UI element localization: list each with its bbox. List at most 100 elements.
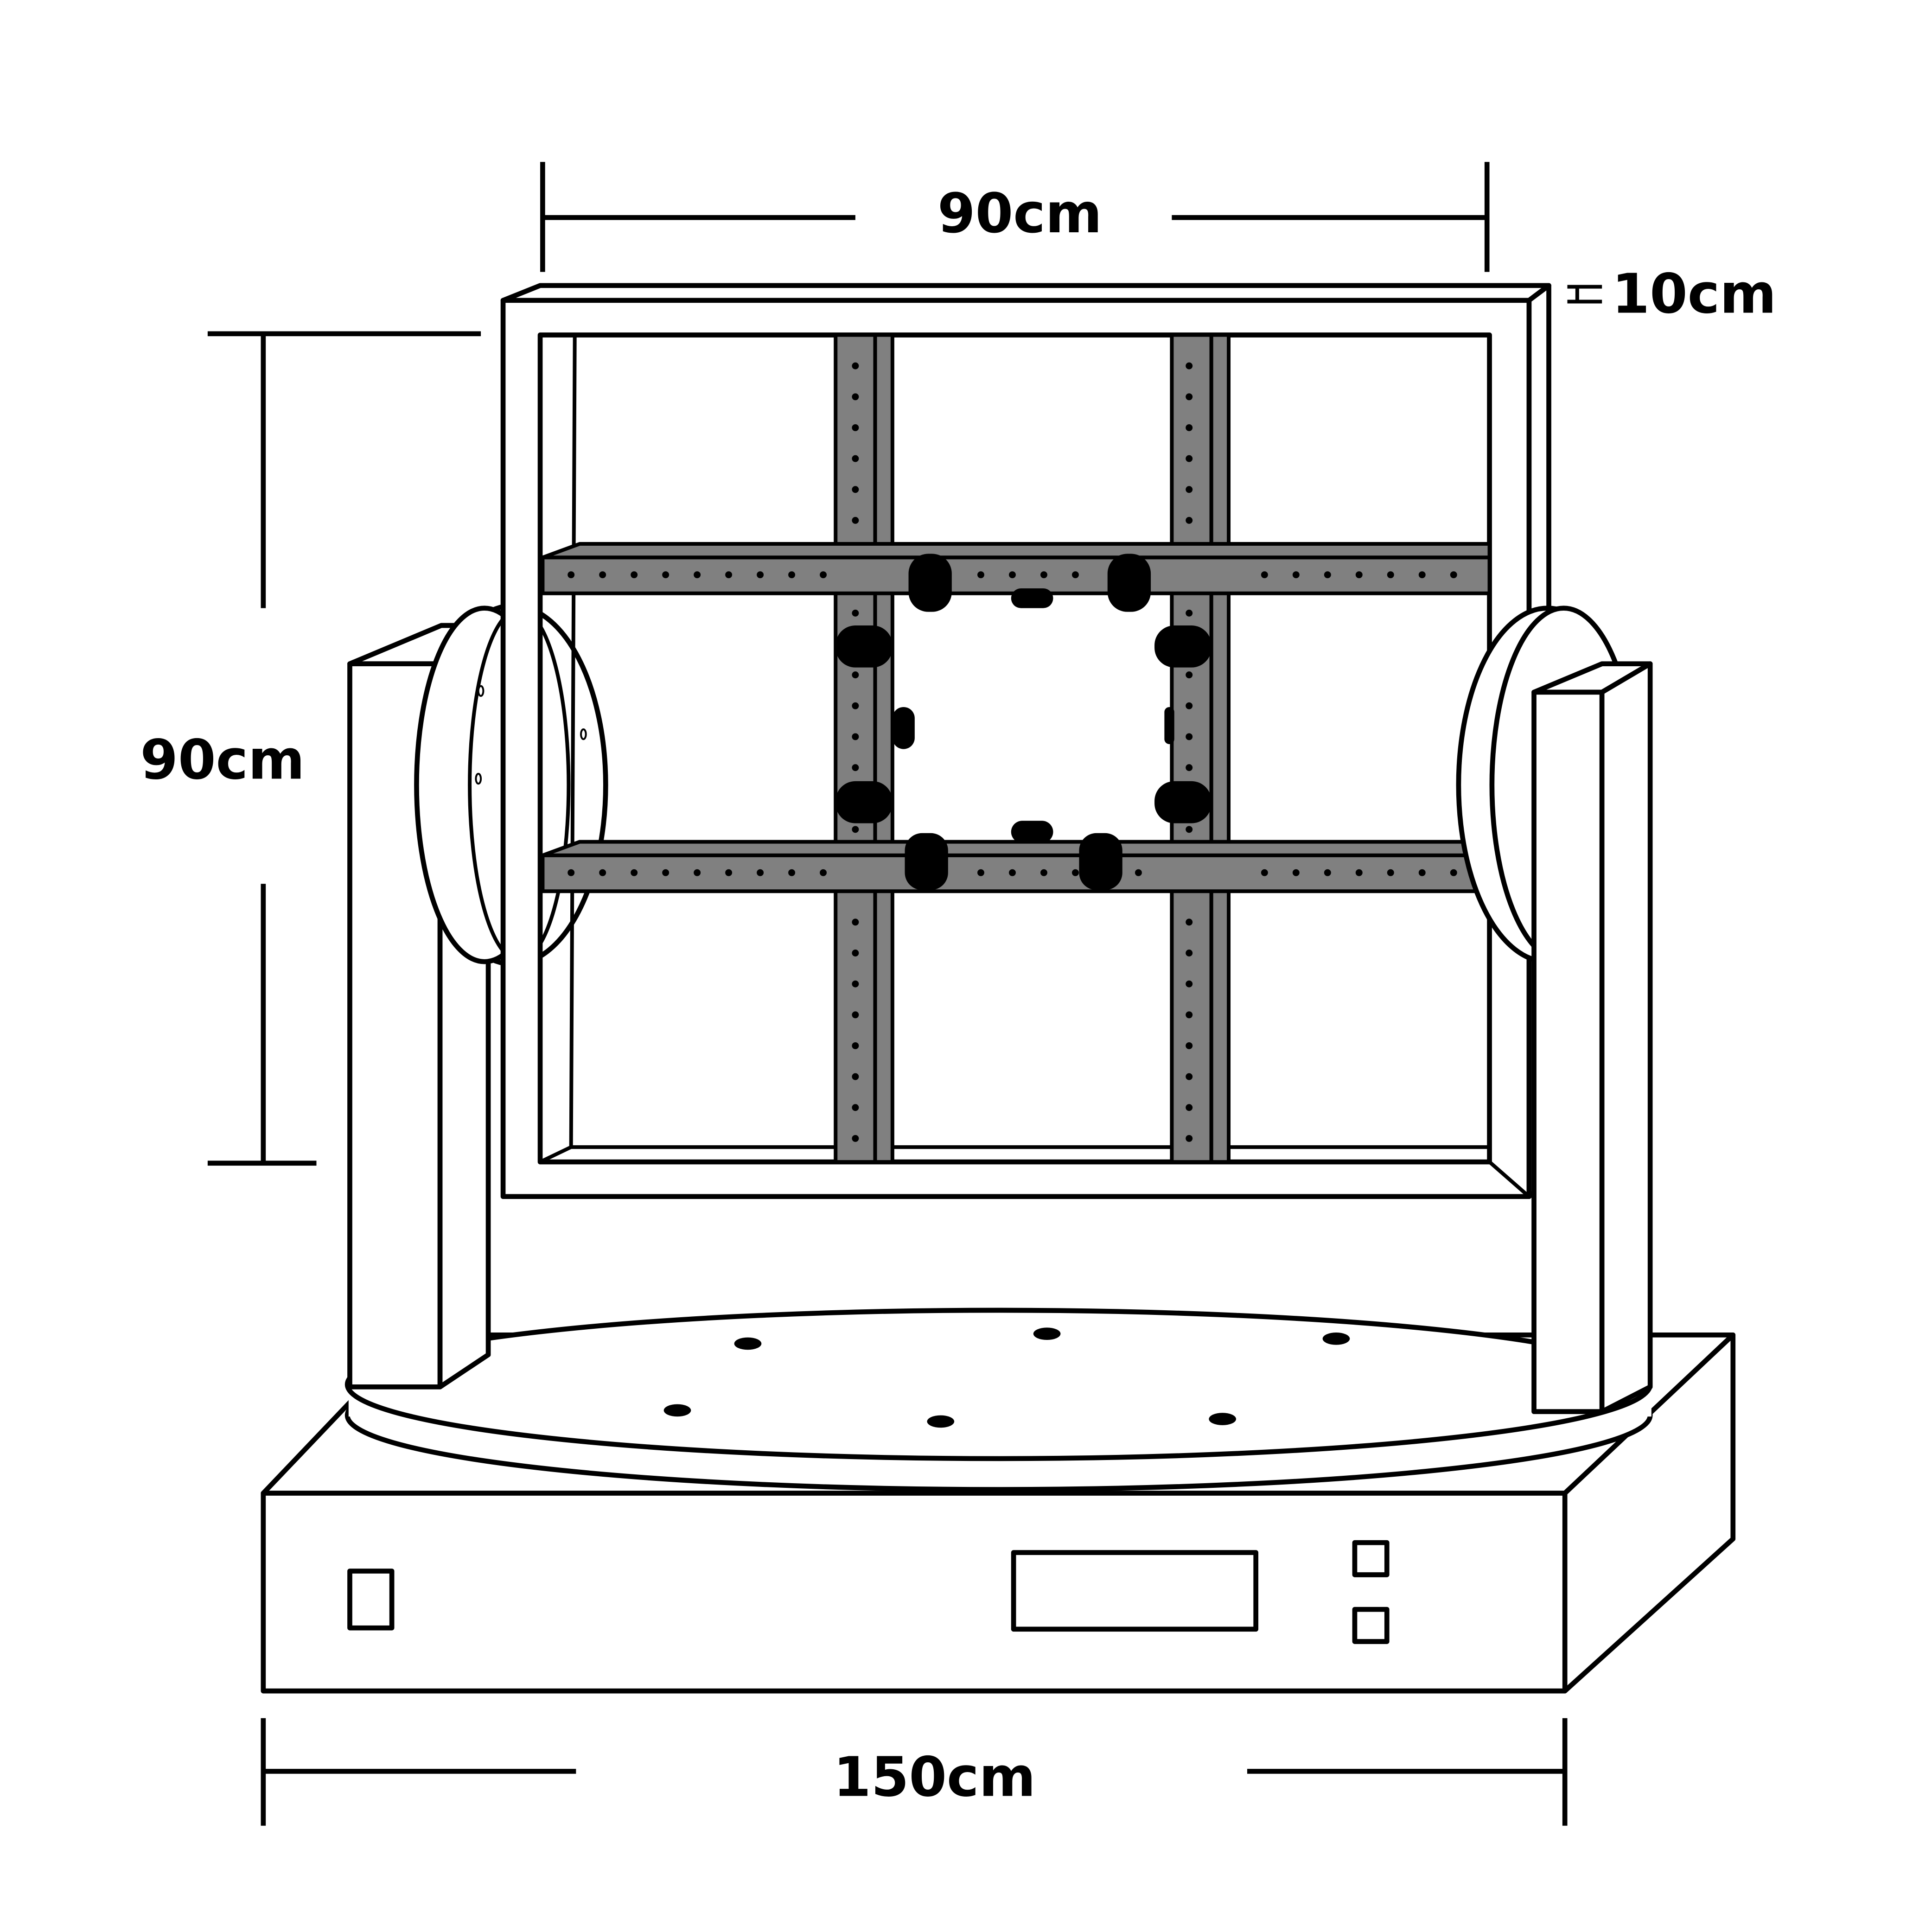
rail-hole bbox=[1324, 571, 1331, 579]
clamp-bottom-left[interactable] bbox=[905, 833, 948, 890]
rail-hole bbox=[1186, 609, 1193, 617]
dimension-lines bbox=[207, 162, 1602, 1826]
rail-hole bbox=[694, 869, 701, 876]
rail-hole bbox=[1009, 869, 1016, 876]
frame-depth-label: 10cm bbox=[1612, 262, 1776, 326]
rail-hole bbox=[788, 571, 796, 579]
base-front-face bbox=[261, 1491, 1568, 1694]
vertical-rail-right bbox=[1170, 333, 1231, 1164]
rail-hole bbox=[1186, 826, 1193, 833]
rail-hole bbox=[977, 571, 984, 579]
rail-hole bbox=[1355, 571, 1363, 579]
frame-width-label: 90cm bbox=[937, 182, 1102, 245]
clamp-right-middle[interactable] bbox=[1164, 707, 1174, 744]
rail-hole bbox=[852, 918, 859, 926]
rail-hole bbox=[852, 1135, 859, 1142]
rail-hole bbox=[1186, 362, 1193, 370]
clamp-left-upper[interactable] bbox=[835, 625, 893, 668]
base-button-lower[interactable] bbox=[1352, 1607, 1390, 1644]
rail-hole bbox=[662, 869, 670, 876]
rail-hole bbox=[694, 571, 701, 579]
right-support-column bbox=[1531, 661, 1653, 1414]
rail-hole bbox=[1324, 869, 1331, 876]
rail-hole bbox=[852, 1104, 859, 1111]
frame-outline bbox=[500, 298, 1532, 1199]
clamp-top-right[interactable] bbox=[1107, 554, 1151, 612]
rail-hole bbox=[1071, 571, 1079, 579]
rail-hole bbox=[1186, 455, 1193, 462]
rail-hole bbox=[1186, 1042, 1193, 1049]
rail-hole bbox=[1292, 869, 1300, 876]
rail-hole bbox=[820, 869, 827, 876]
clamp-top-left[interactable] bbox=[908, 554, 952, 612]
vertical-rail-left bbox=[834, 333, 894, 1164]
rail-hole bbox=[977, 869, 984, 876]
turntable-holes bbox=[663, 1327, 1350, 1428]
rail-hole bbox=[1186, 1135, 1193, 1142]
rail-hole bbox=[725, 869, 733, 876]
rail-hole bbox=[1261, 869, 1268, 876]
grid-rails bbox=[541, 333, 1492, 1164]
rail-hole bbox=[852, 1042, 859, 1049]
rail-hole bbox=[1186, 516, 1193, 524]
rail-hole bbox=[852, 393, 859, 401]
clamps[interactable] bbox=[835, 554, 1211, 890]
rail-hole bbox=[1186, 671, 1193, 679]
rail-hole bbox=[1355, 869, 1363, 876]
base-width-label: 150cm bbox=[833, 1746, 1036, 1809]
horizontal-rail-lower bbox=[541, 840, 1492, 893]
rail-hole bbox=[852, 733, 859, 740]
rail-hole bbox=[852, 980, 859, 988]
rail-hole bbox=[599, 869, 606, 876]
rail-hole bbox=[1261, 571, 1268, 579]
rail-hole bbox=[1186, 764, 1193, 772]
rail-hole bbox=[852, 671, 859, 679]
rail-hole bbox=[852, 609, 859, 617]
rail-hole bbox=[852, 950, 859, 956]
rail-hole bbox=[852, 362, 859, 370]
rail-hole bbox=[1135, 869, 1142, 876]
rail-holes bbox=[567, 362, 1457, 1142]
rail-hole bbox=[788, 869, 796, 876]
rail-hole bbox=[852, 826, 859, 833]
rail-hole bbox=[852, 1011, 859, 1019]
rail-hole bbox=[852, 424, 859, 431]
clamp-left-middle[interactable] bbox=[892, 707, 915, 749]
clamp-top-center[interactable] bbox=[1011, 588, 1053, 608]
clamp-bottom-right[interactable] bbox=[1079, 833, 1122, 890]
rail-hole bbox=[1186, 424, 1193, 431]
clamp-bottom-center[interactable] bbox=[1011, 821, 1053, 843]
clamp-right-upper[interactable] bbox=[1154, 625, 1211, 668]
turntable bbox=[344, 1307, 1653, 1492]
rail-hole bbox=[1040, 869, 1047, 876]
rail-hole bbox=[1387, 571, 1394, 579]
rail-hole bbox=[567, 869, 575, 876]
rail-hole bbox=[852, 1073, 859, 1080]
rail-hole bbox=[567, 571, 575, 579]
rail-hole bbox=[1450, 869, 1457, 876]
rail-hole bbox=[1418, 571, 1426, 579]
base-button-upper[interactable] bbox=[1352, 1540, 1390, 1577]
rail-hole bbox=[662, 571, 670, 579]
rail-hole bbox=[1186, 980, 1193, 988]
base-display-panel bbox=[1011, 1550, 1259, 1632]
rail-hole bbox=[599, 571, 606, 579]
rail-hole bbox=[1450, 571, 1457, 579]
rail-hole bbox=[852, 516, 859, 524]
rail-hole bbox=[1186, 733, 1193, 740]
clamp-left-lower[interactable] bbox=[835, 781, 893, 823]
clamp-right-lower[interactable] bbox=[1154, 781, 1211, 823]
rotating-frame bbox=[500, 283, 1551, 1199]
rail-hole bbox=[852, 702, 859, 709]
rail-hole bbox=[757, 571, 764, 579]
rail-hole bbox=[1186, 950, 1193, 956]
horizontal-rail-upper bbox=[541, 542, 1492, 595]
rail-hole bbox=[852, 486, 859, 493]
frame-height-label: 90cm bbox=[140, 728, 305, 792]
rail-hole bbox=[1387, 869, 1394, 876]
rail-hole bbox=[1071, 869, 1079, 876]
turntable-top bbox=[344, 1307, 1653, 1461]
rail-hole bbox=[757, 869, 764, 876]
base-power-switch[interactable] bbox=[347, 1569, 395, 1631]
